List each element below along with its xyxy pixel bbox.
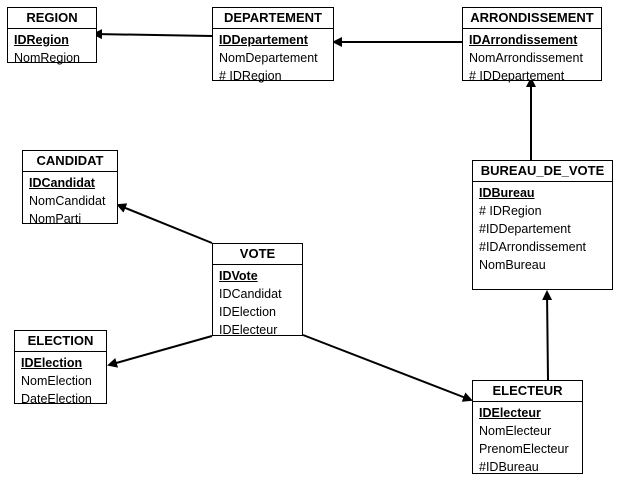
attribute-field: NomBureau bbox=[479, 258, 546, 272]
attribute-field: NomCandidat bbox=[29, 194, 106, 208]
attribute-field: NomElection bbox=[21, 374, 92, 388]
entity-title: REGION bbox=[8, 8, 96, 29]
entity-fields: IDBureau # IDRegion #IDDepartement #IDArron… bbox=[473, 182, 612, 276]
link-vote-to-election bbox=[107, 335, 213, 368]
attribute-field: #IDArrondissement bbox=[479, 240, 586, 254]
attribute-field: # IDDepartement bbox=[469, 69, 565, 83]
primary-key-field: IDBureau bbox=[479, 186, 535, 200]
attribute-field: IDElecteur bbox=[219, 323, 278, 337]
primary-key-field: IDArrondissement bbox=[469, 33, 578, 47]
attribute-field: #IDBureau bbox=[479, 460, 539, 474]
attribute-field: # IDRegion bbox=[219, 69, 282, 83]
attribute-field: NomParti bbox=[29, 212, 82, 226]
attribute-field: #IDDepartement bbox=[479, 222, 571, 236]
attribute-field: NomArrondissement bbox=[469, 51, 583, 65]
attribute-field: # IDRegion bbox=[479, 204, 542, 218]
entity-title: DEPARTEMENT bbox=[213, 8, 333, 29]
entity-bureau-de-vote: BUREAU_DE_VOTE IDBureau # IDRegion #IDDepar… bbox=[472, 160, 613, 290]
primary-key-field: IDElection bbox=[21, 356, 83, 370]
entity-title: ELECTION bbox=[15, 331, 106, 352]
entity-title: ARRONDISSEMENT bbox=[463, 8, 601, 29]
link-vote-to-electeur bbox=[302, 334, 473, 402]
attribute-field: DateElection bbox=[21, 392, 92, 406]
attribute-field: IDElection bbox=[219, 305, 276, 319]
attribute-field: NomElecteur bbox=[479, 424, 552, 438]
primary-key-field: IDDepartement bbox=[219, 33, 308, 47]
attribute-field: NomRegion bbox=[14, 51, 81, 65]
attribute-field: PrenomElecteur bbox=[479, 442, 569, 456]
entity-title: BUREAU_DE_VOTE bbox=[473, 161, 612, 182]
primary-key-field: IDCandidat bbox=[29, 176, 95, 190]
link-departement-to-region bbox=[92, 29, 213, 40]
entity-title: CANDIDAT bbox=[23, 151, 117, 172]
primary-key-field: IDElecteur bbox=[479, 406, 541, 420]
entity-title: VOTE bbox=[213, 244, 302, 265]
entity-title: ELECTEUR bbox=[473, 381, 582, 402]
link-electeur-to-bureau bbox=[542, 290, 553, 381]
link-vote-to-candidat bbox=[116, 203, 213, 244]
primary-key-field: IDRegion bbox=[14, 33, 69, 47]
attribute-field: IDCandidat bbox=[219, 287, 282, 301]
attribute-field: NomDepartement bbox=[219, 51, 318, 65]
primary-key-field: IDVote bbox=[219, 269, 258, 283]
